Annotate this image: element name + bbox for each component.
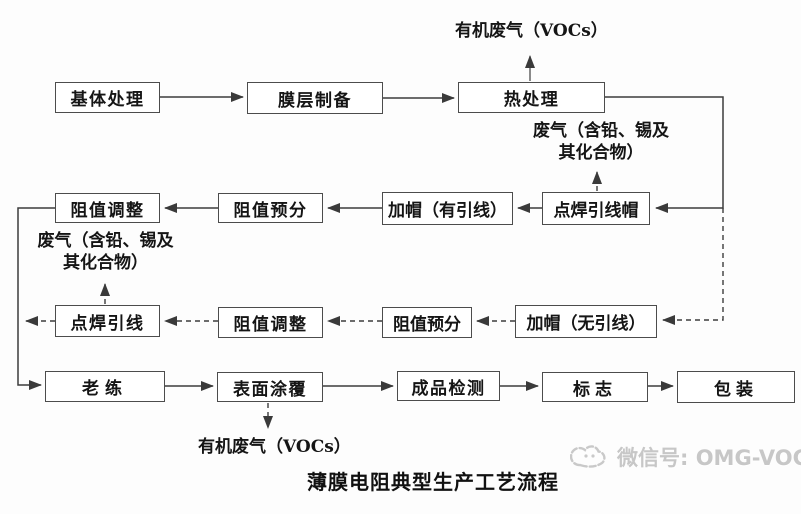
node-aging: 老练	[45, 371, 165, 402]
node-substrate-treatment: 基体处理	[55, 82, 160, 113]
node-spot-weld-lead-cap: 点焊引线帽	[542, 192, 650, 225]
connector-heat-branch-to-capping-unleaded	[662, 208, 724, 325]
node-heat-treatment: 热处理	[458, 82, 605, 113]
label-waste-gas-lead-cap-line2: 其化合物）	[558, 142, 644, 163]
label-waste-gas-lead-weld-line2: 其化合物）	[63, 252, 148, 273]
watermark: 微信号: OMG-VOCs	[570, 440, 801, 474]
node-resistance-presort-unleaded: 阻值预分	[382, 307, 472, 338]
label-waste-gas-lead-cap-line1: 废气（含铅、锡及	[533, 121, 669, 141]
label-waste-gas-lead-weld-line1: 废气（含铅、锡及	[37, 231, 174, 251]
connector-heat-to-spot-weld-cap	[605, 96, 724, 213]
node-film-preparation: 膜层制备	[247, 82, 383, 114]
label-waste-gas-lead-weld: 废气（含铅、锡及 其化合物）	[33, 231, 178, 275]
label-vocs-heat-treatment: 有机废气（VOCs）	[455, 21, 608, 41]
connector-adjust-leaded-to-aging	[17, 207, 55, 390]
label-vocs-surface-coating: 有机废气（VOCs）	[198, 437, 351, 457]
watermark-doodle-icon	[570, 445, 606, 468]
node-marking: 标志	[542, 372, 648, 402]
node-final-inspection: 成品检测	[397, 371, 500, 401]
label-waste-gas-lead-cap: 废气（含铅、锡及 其化合物）	[516, 121, 686, 165]
node-capping-with-leads: 加帽（有引线）	[382, 192, 513, 225]
node-resistance-adjust-unleaded: 阻值调整	[218, 307, 323, 338]
node-surface-coating: 表面涂覆	[217, 372, 323, 402]
node-capping-without-leads: 加帽（无引线）	[515, 305, 657, 338]
watermark-text: 微信号: OMG-VOCs	[617, 446, 801, 470]
node-resistance-presort-leaded: 阻值预分	[218, 193, 323, 223]
node-packaging: 包装	[677, 371, 795, 403]
diagram-title: 薄膜电阻典型生产工艺流程	[307, 470, 559, 494]
node-resistance-adjust-leaded: 阻值调整	[55, 193, 160, 223]
node-spot-weld-leads: 点焊引线	[55, 305, 160, 337]
